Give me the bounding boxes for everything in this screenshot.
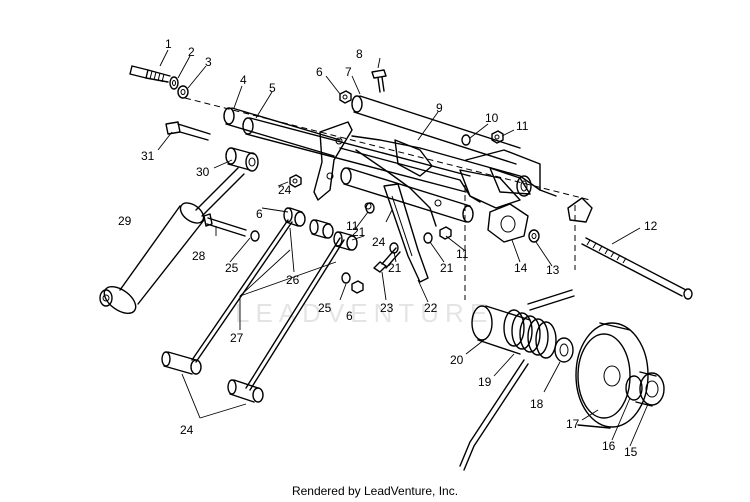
callout-24-right: 24 — [372, 235, 386, 249]
callout-5: 5 — [269, 81, 276, 95]
hub-16 — [625, 375, 643, 401]
cross-tube — [340, 167, 474, 223]
bushing-24-mid — [309, 219, 334, 239]
axis-line-main — [184, 97, 591, 201]
credit-text: Rendered by LeadVenture, Inc. — [291, 484, 459, 498]
callout-1: 1 — [165, 37, 172, 51]
callout-18: 18 — [530, 397, 544, 411]
callout-6-bottom: 6 — [346, 309, 353, 323]
callout-21-c: 21 — [440, 261, 454, 275]
washer-10 — [461, 134, 471, 146]
callout-23: 23 — [380, 301, 394, 315]
block-14 — [487, 203, 529, 243]
callout-15: 15 — [624, 445, 638, 459]
callout-6: 6 — [316, 65, 323, 79]
callout-28: 28 — [192, 249, 206, 263]
nut-6-top — [339, 90, 352, 104]
callout-27: 27 — [230, 331, 244, 345]
bushing-26 — [283, 207, 306, 227]
callout-3: 3 — [205, 55, 212, 69]
callout-25-bottom: 25 — [318, 301, 332, 315]
callout-9: 9 — [436, 101, 443, 115]
callout-4: 4 — [240, 73, 247, 87]
pivot-tube-5 — [242, 117, 471, 193]
tube-4 — [223, 107, 341, 157]
watermark-text: LEADVENTURE — [235, 298, 493, 328]
callout-13: 13 — [546, 263, 560, 277]
callout-6-mid: 6 — [256, 207, 263, 221]
tube-end-right — [489, 167, 532, 197]
bushing-24-bottom-left — [161, 351, 202, 375]
callout-11-mid: 11 — [346, 219, 359, 233]
bushing-30 — [225, 147, 259, 172]
callouts: 1 2 3 4 5 6 7 8 9 10 11 31 30 6 24 29 28… — [118, 37, 658, 459]
callout-12: 12 — [644, 219, 658, 233]
leader-lines — [157, 49, 649, 447]
screw-8 — [371, 69, 387, 93]
callout-21-a: 21 — [352, 225, 366, 239]
bushing-24-right — [333, 231, 358, 251]
callout-11-right: 11 — [456, 247, 469, 261]
shock-29 — [99, 167, 245, 315]
callout-16: 16 — [602, 439, 616, 453]
rod-12 — [581, 237, 693, 300]
callout-29: 29 — [118, 214, 132, 228]
callout-14: 14 — [514, 261, 528, 275]
bolt-1 — [129, 65, 171, 83]
callout-22: 22 — [424, 301, 438, 315]
callout-30: 30 — [196, 165, 210, 179]
callout-7: 7 — [345, 65, 352, 79]
washer-3 — [177, 85, 189, 99]
rear-tube-7 — [351, 95, 521, 165]
nut-6-bottom — [351, 280, 364, 294]
washer-2 — [169, 76, 179, 90]
callout-24-top: 24 — [278, 183, 292, 197]
nut-11-mid — [439, 226, 452, 240]
callout-11: 11 — [516, 119, 529, 133]
callout-20: 20 — [450, 353, 464, 367]
callout-19: 19 — [478, 375, 492, 389]
pulley-17 — [575, 322, 649, 429]
callout-31: 31 — [141, 149, 155, 163]
bolt-28 — [203, 213, 247, 237]
collar-15 — [635, 371, 665, 407]
nut-11-top — [491, 130, 504, 144]
bushing-24-bottom-right — [227, 379, 264, 403]
callout-21-b: 21 — [388, 261, 402, 275]
callout-2: 2 — [188, 45, 195, 59]
washer-13 — [528, 229, 540, 243]
washer-18 — [554, 337, 574, 363]
washer-21-a — [365, 202, 375, 214]
callout-25-left: 25 — [225, 261, 239, 275]
callout-10: 10 — [485, 111, 499, 125]
bracket-22 — [383, 183, 429, 283]
washer-25-bottom — [341, 272, 351, 284]
washer-25-left — [250, 230, 260, 242]
callout-17: 17 — [566, 417, 580, 431]
washer-21-b — [389, 242, 399, 254]
nut-6-mid — [289, 174, 302, 188]
bolt-23 — [373, 247, 401, 273]
callout-26: 26 — [286, 273, 300, 287]
callout-8: 8 — [356, 47, 363, 61]
washer-21-c — [423, 232, 433, 244]
bolt-31 — [165, 121, 211, 141]
callout-24-bottom: 24 — [180, 423, 194, 437]
spring-19 — [459, 289, 575, 471]
frame-assembly — [313, 121, 557, 227]
small-bracket — [567, 197, 593, 223]
